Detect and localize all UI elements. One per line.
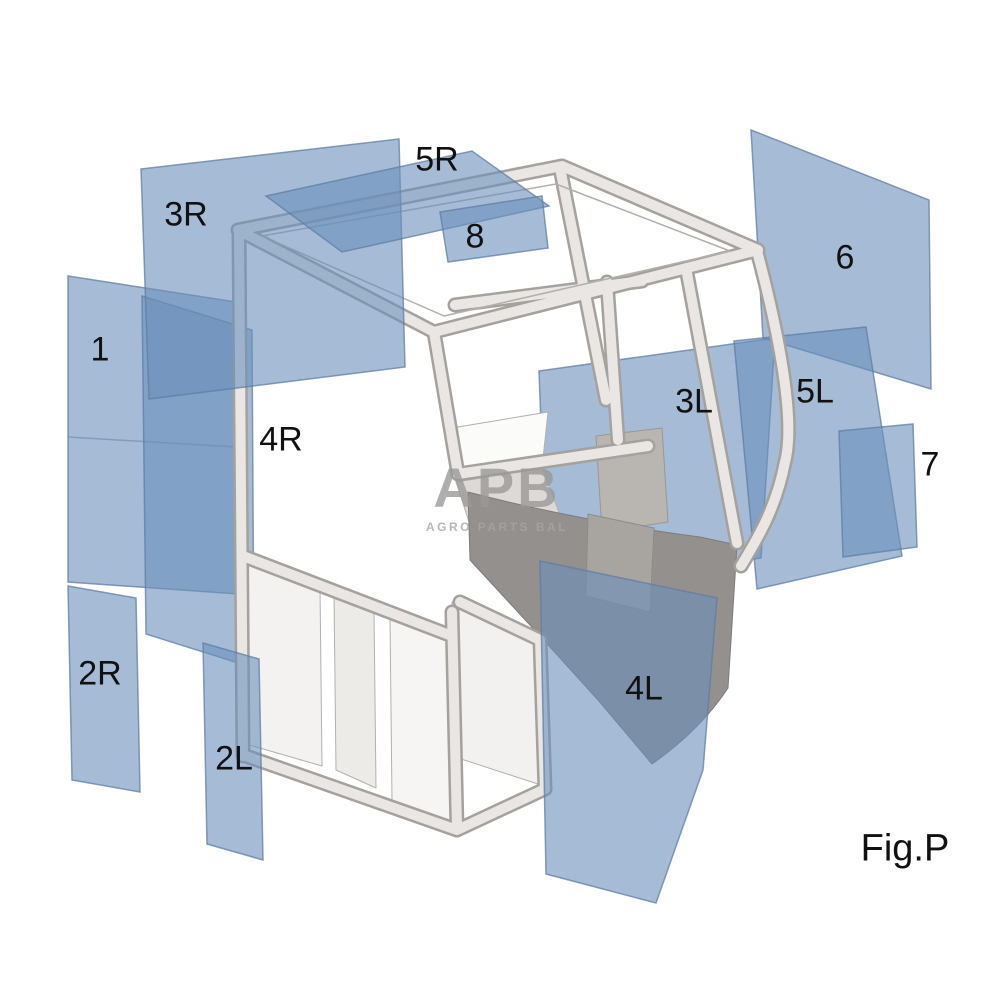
panel-4L-glass: [539, 560, 718, 904]
panel-7-glass: [838, 423, 918, 558]
part-label-3L: 3L: [675, 382, 713, 421]
panel-8-glass: [439, 195, 549, 263]
part-label-6: 6: [835, 238, 855, 277]
part-label-5R: 5R: [415, 140, 459, 179]
cab-door-post-panel: [333, 593, 377, 789]
part-label-1: 1: [90, 330, 110, 369]
part-label-8: 8: [465, 217, 485, 256]
part-label-2L: 2L: [215, 739, 253, 778]
part-label-2R: 2R: [78, 654, 122, 693]
part-label-4L: 4L: [625, 669, 663, 708]
panel-2L-glass: [202, 641, 264, 862]
part-label-3R: 3R: [164, 195, 208, 234]
panel-5R-glass: [264, 150, 551, 253]
part-label-7: 7: [920, 445, 940, 484]
figure-caption: Fig.P: [860, 827, 950, 870]
panel-2R-glass: [67, 585, 141, 793]
part-label-5L: 5L: [796, 372, 834, 411]
part-label-4R: 4R: [259, 420, 303, 459]
glass-panels-front-group: [140, 138, 718, 904]
